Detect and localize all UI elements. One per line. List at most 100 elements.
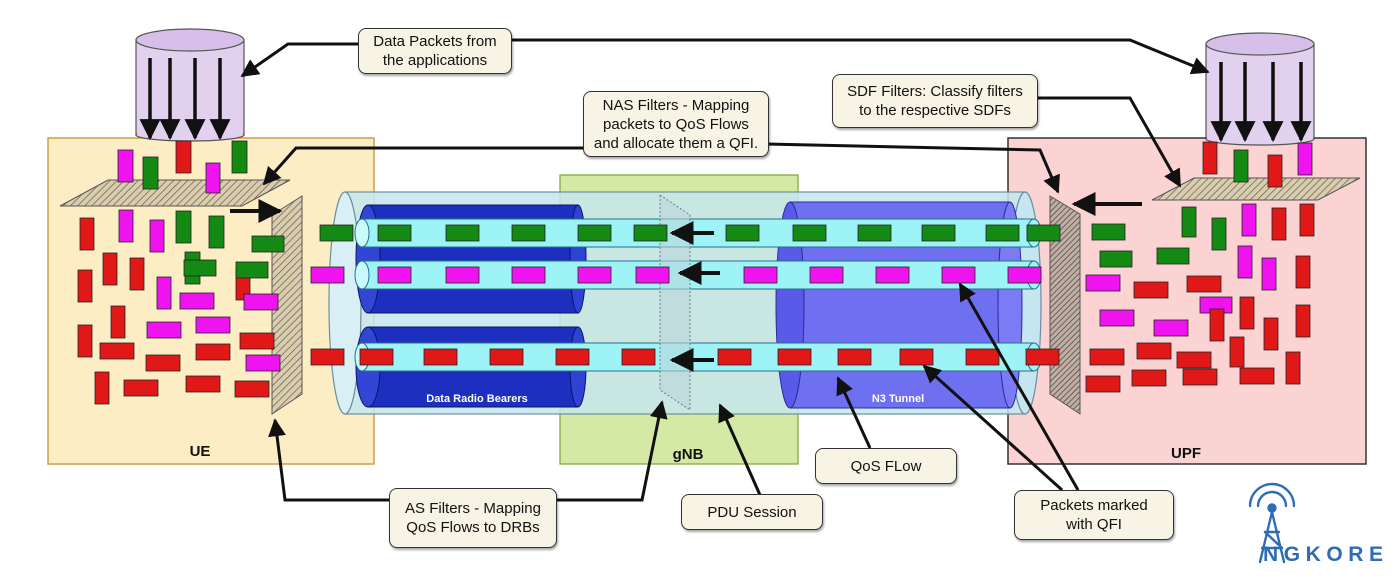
callout-sdf-filters-line-1: SDF Filters: Classify filters bbox=[847, 83, 1023, 100]
connector-as-gnb bbox=[556, 400, 668, 502]
packet bbox=[1239, 367, 1275, 385]
connector-qfi-red bbox=[922, 364, 1064, 492]
packet bbox=[129, 257, 145, 291]
packet bbox=[965, 348, 1000, 366]
callout-qos-flow: QoS FLow bbox=[815, 448, 957, 484]
packet bbox=[77, 269, 93, 303]
connector-qos-flow bbox=[836, 376, 872, 449]
upf-label: UPF bbox=[1171, 445, 1201, 462]
packet bbox=[1295, 255, 1311, 289]
packet bbox=[156, 276, 172, 310]
packet bbox=[183, 259, 217, 277]
packet bbox=[577, 266, 612, 284]
connector-qfi-magenta bbox=[958, 282, 1080, 491]
packet bbox=[149, 219, 165, 253]
packet bbox=[941, 266, 976, 284]
packet bbox=[1131, 369, 1167, 387]
packet bbox=[251, 235, 285, 253]
packet bbox=[921, 224, 956, 242]
callout-pdu-session: PDU Session bbox=[681, 494, 823, 530]
packet bbox=[1153, 319, 1189, 337]
packet bbox=[837, 348, 872, 366]
packet bbox=[1239, 296, 1255, 330]
packet bbox=[1295, 304, 1311, 338]
callout-pdu-session-line-1: PDU Session bbox=[707, 503, 797, 521]
packet bbox=[1025, 348, 1060, 366]
callout-data-packets-line-2: the applications bbox=[382, 52, 488, 69]
packet bbox=[725, 224, 760, 242]
packet bbox=[1209, 308, 1225, 342]
packet bbox=[1299, 203, 1315, 237]
packet bbox=[319, 224, 354, 242]
packet bbox=[875, 266, 910, 284]
packet bbox=[1085, 274, 1121, 292]
packet bbox=[555, 348, 590, 366]
packet bbox=[99, 342, 135, 360]
connector-pdu-session bbox=[718, 403, 762, 496]
packet bbox=[1237, 245, 1253, 279]
packet bbox=[1026, 224, 1061, 242]
packet bbox=[110, 305, 126, 339]
ue-application-cylinder bbox=[135, 28, 245, 142]
packet bbox=[743, 266, 778, 284]
callout-nas-filters-line-1: NAS Filters - Mapping bbox=[602, 96, 750, 114]
packet bbox=[359, 348, 394, 366]
gnb-label: gNB bbox=[673, 446, 704, 463]
packet bbox=[1233, 149, 1249, 183]
ngkore-logo: NGKORE bbox=[1248, 482, 1383, 566]
packet bbox=[77, 324, 93, 358]
packet bbox=[145, 354, 181, 372]
packet bbox=[1263, 317, 1279, 351]
callout-as-filters-line-2: QoS Flows to DRBs bbox=[406, 519, 540, 536]
packet bbox=[1091, 223, 1126, 241]
arrows-layer bbox=[139, 58, 1312, 372]
packet bbox=[1133, 281, 1169, 299]
packet bbox=[1136, 342, 1172, 360]
packet bbox=[985, 224, 1020, 242]
packet bbox=[102, 252, 118, 286]
callout-data-packets-line-1: Data Packets from bbox=[373, 33, 497, 50]
packet bbox=[511, 224, 546, 242]
packet bbox=[717, 348, 752, 366]
packet bbox=[142, 156, 159, 190]
connector-data-packets-ue bbox=[240, 42, 358, 78]
packet bbox=[118, 209, 134, 243]
packet bbox=[1241, 203, 1257, 237]
connector-sdf-upf bbox=[1036, 96, 1182, 188]
callout-as-filters-line-1: AS Filters - Mapping bbox=[405, 500, 541, 517]
packet bbox=[1186, 275, 1222, 293]
packet bbox=[1297, 142, 1313, 176]
packet bbox=[857, 224, 892, 242]
packet bbox=[445, 266, 480, 284]
packet bbox=[79, 217, 95, 251]
packet bbox=[94, 371, 110, 405]
packet bbox=[1089, 348, 1125, 366]
packet bbox=[117, 149, 134, 183]
packet bbox=[234, 380, 270, 398]
packets-layer bbox=[77, 140, 1315, 405]
packet bbox=[235, 261, 269, 279]
callout-qos-flow-line-1: QoS FLow bbox=[850, 457, 922, 475]
packet bbox=[1085, 375, 1121, 393]
connector-as-ue bbox=[268, 418, 390, 502]
packet bbox=[179, 292, 215, 310]
qos-flow-pipe-red bbox=[354, 342, 1042, 372]
packet bbox=[208, 215, 225, 249]
packet bbox=[195, 343, 231, 361]
n3-tunnel-label: N3 Tunnel bbox=[872, 393, 924, 405]
packet bbox=[123, 379, 159, 397]
packet bbox=[511, 266, 546, 284]
packet bbox=[1099, 250, 1133, 268]
connector-nas-upf bbox=[765, 142, 1060, 194]
packet bbox=[1211, 217, 1227, 251]
callout-packets-qfi-line-1: Packets marked bbox=[1040, 497, 1148, 514]
packet bbox=[577, 224, 612, 242]
packet bbox=[792, 224, 827, 242]
packet bbox=[633, 224, 668, 242]
callout-packets-qfi: Packets marked with QFI bbox=[1014, 490, 1174, 540]
packet bbox=[1267, 154, 1283, 188]
packet bbox=[185, 375, 221, 393]
packet bbox=[231, 140, 248, 174]
packet bbox=[243, 293, 279, 311]
callout-packets-qfi-line-2: with QFI bbox=[1066, 516, 1122, 533]
